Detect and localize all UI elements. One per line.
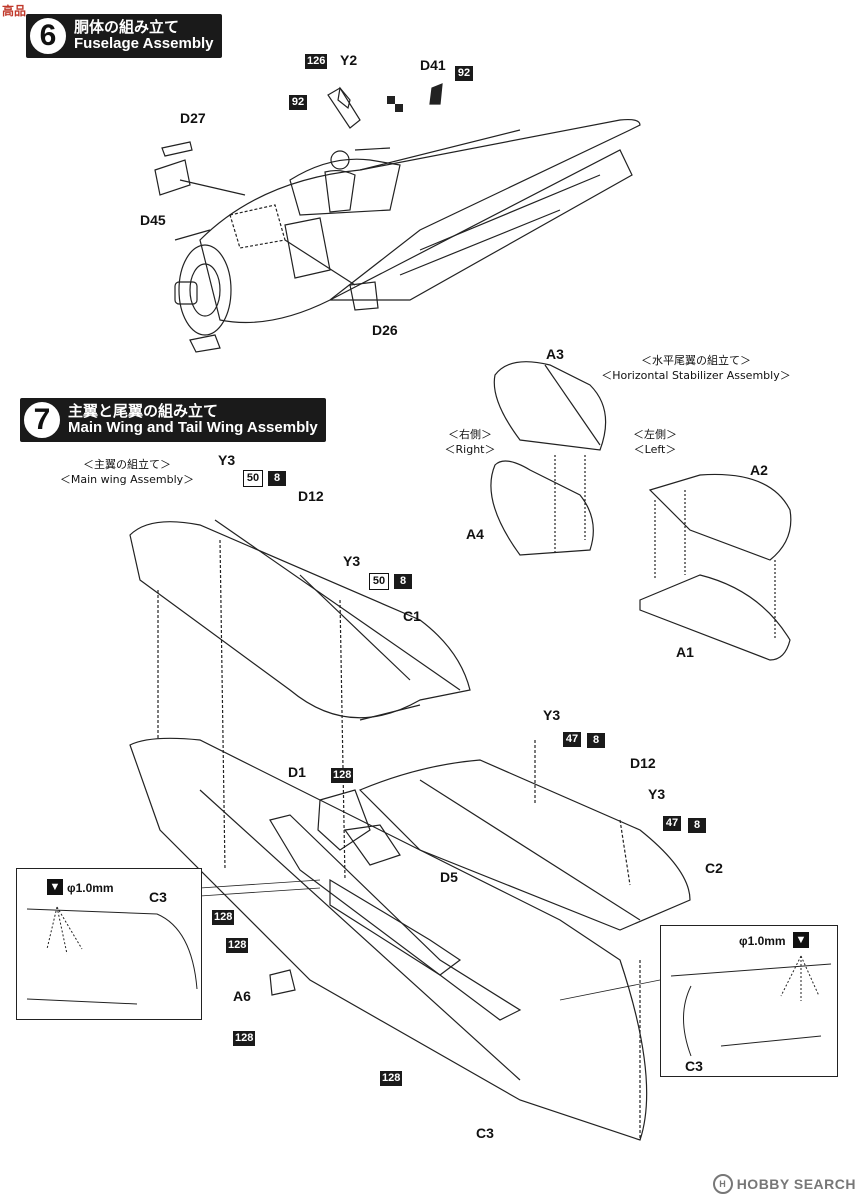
step-7-header: 7 主翼と尾翼の組み立て Main Wing and Tail Wing Ass… [20,398,326,442]
drill-size-left: φ1.0mm [67,881,114,895]
part-label-c3-left: C3 [149,889,167,905]
step-6-header: 6 胴体の組み立て Fuselage Assembly [26,14,222,58]
horizontal-stabilizer-en: ＜Horizontal Stabilizer Assembly＞ [601,368,791,382]
watermark-text: HOBBY SEARCH [736,1176,856,1192]
part-label-a1: A1 [676,644,694,660]
part-label-c3-bottom: C3 [476,1125,494,1141]
color-callout-8-b: 8 [394,574,412,589]
horizontal-stabilizer-drawing [490,361,792,661]
right-side-en: ＜Right＞ [444,442,496,456]
part-label-d26: D26 [372,322,398,338]
color-callout-8-c: 8 [587,733,605,748]
part-label-y3-c: Y3 [543,707,561,723]
drill-icon: ▼ [793,932,809,948]
color-callout-128-e: 128 [380,1071,403,1086]
color-callout-8-d: 8 [688,818,706,833]
step-6-title-jp: 胴体の組み立て [74,18,180,37]
main-wing-note: ＜主翼の組立て＞ ＜Main wing Assembly＞ [52,458,202,488]
horizontal-stabilizer-note: ＜水平尾翼の組立て＞ ＜Horizontal Stabilizer Assemb… [596,354,796,384]
color-callout-47-a: 47 [563,732,581,747]
color-callout-92-b: 92 [455,66,473,81]
part-label-d5: D5 [440,869,458,885]
right-side-note: ＜右側＞ ＜Right＞ [430,428,510,458]
color-callout-128-a: 128 [331,768,354,783]
main-wing-drawing [129,519,691,1141]
part-label-c2: C2 [705,860,723,876]
color-callout-128-d: 128 [233,1031,256,1046]
main-wing-en: ＜Main wing Assembly＞ [59,472,195,486]
part-label-d45: D45 [140,212,166,228]
color-callout-128-b: 128 [212,910,235,925]
left-side-note: ＜左側＞ ＜Left＞ [615,428,695,458]
part-label-d12-b: D12 [630,755,656,771]
step-6-title-en: Fuselage Assembly [74,35,214,52]
step-7-number: 7 [22,400,62,440]
part-label-a3: A3 [546,346,564,362]
drill-size-right: φ1.0mm [739,934,786,948]
part-label-a4: A4 [466,526,484,542]
part-label-d41: D41 [420,57,446,73]
part-label-a6: A6 [233,988,251,1004]
watermark-logo-top: 高品 [2,4,27,18]
hobby-search-logo-icon: H [712,1174,733,1194]
color-callout-50-b: 50 [369,573,389,590]
right-side-jp: ＜右側＞ [448,428,492,441]
color-callout-128-c: 128 [226,938,249,953]
watermark-hobby-search: H HOBBY SEARCH [712,1174,856,1194]
antenna-detail-inset-left: ▼ φ1.0mm C3 [16,868,202,1020]
color-callout-50-a: 50 [243,470,263,487]
fuselage-drawing [154,83,641,353]
part-label-y3-d: Y3 [648,786,666,802]
part-label-y2: Y2 [340,52,358,68]
part-label-d1: D1 [288,764,306,780]
part-label-c1: C1 [403,608,421,624]
color-callout-92-a: 92 [289,95,307,110]
main-wing-jp: ＜主翼の組立て＞ [83,458,171,471]
part-label-y3-a: Y3 [218,452,236,468]
antenna-detail-inset-right: φ1.0mm ▼ C3 [660,925,838,1077]
color-callout-126: 126 [305,54,328,69]
inset-right-drawing [670,955,832,1057]
step-7-title-en: Main Wing and Tail Wing Assembly [68,419,318,436]
drill-icon: ▼ [47,879,63,895]
step-7-title-jp: 主翼と尾翼の組み立て [68,402,219,421]
left-side-jp: ＜左側＞ [633,428,677,441]
left-side-en: ＜Left＞ [633,442,677,456]
horizontal-stabilizer-jp: ＜水平尾翼の組立て＞ [641,354,751,367]
part-label-a2: A2 [750,462,768,478]
part-label-d27: D27 [180,110,206,126]
color-callout-8-a: 8 [268,471,286,486]
color-callout-47-b: 47 [663,816,681,831]
part-label-c3-right: C3 [685,1058,703,1074]
part-label-d12-a: D12 [298,488,324,504]
step-6-number: 6 [28,16,68,56]
inset-left-drawing [26,906,198,1005]
part-label-y3-b: Y3 [343,553,361,569]
